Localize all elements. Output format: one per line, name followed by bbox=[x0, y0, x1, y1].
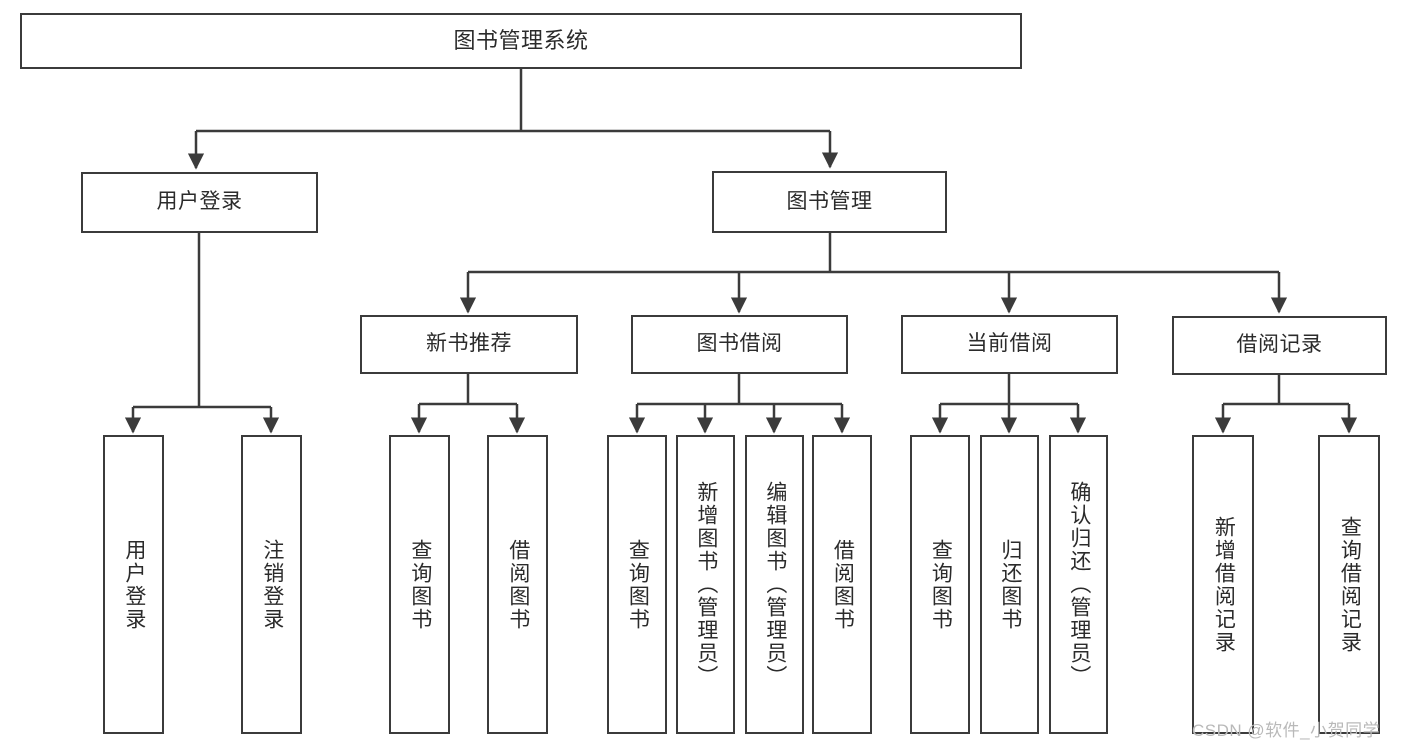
leaf-new-book-query[interactable]: 查询图书 bbox=[389, 435, 450, 734]
node-label: 图书借阅 bbox=[696, 332, 783, 356]
leaf-borrow-borrow-book[interactable]: 借阅图书 bbox=[812, 435, 872, 734]
node-label: 新书推荐 bbox=[426, 332, 512, 356]
node-label: 借阅图书 bbox=[831, 538, 855, 631]
leaf-current-query-book[interactable]: 查询图书 bbox=[910, 435, 970, 734]
node-label: 查询借阅记录 bbox=[1338, 515, 1362, 654]
node-label: 用户登录 bbox=[122, 538, 146, 631]
node-root-system[interactable]: 图书管理系统 bbox=[20, 13, 1022, 69]
leaf-current-confirm-return[interactable]: 确认归还（管理员） bbox=[1049, 435, 1108, 734]
node-label: 图书管理 bbox=[786, 189, 873, 213]
node-label: 借阅图书 bbox=[506, 538, 530, 631]
leaf-user-login-signout[interactable]: 注销登录 bbox=[241, 435, 302, 734]
leaf-borrow-query-book[interactable]: 查询图书 bbox=[607, 435, 667, 734]
node-label: 用户登录 bbox=[156, 190, 243, 214]
leaf-borrow-add-book[interactable]: 新增图书（管理员） bbox=[676, 435, 735, 734]
leaf-records-add-record[interactable]: 新增借阅记录 bbox=[1192, 435, 1254, 734]
node-current-borrow[interactable]: 当前借阅 bbox=[901, 315, 1118, 374]
node-label: 查询图书 bbox=[626, 538, 650, 631]
node-label: 注销登录 bbox=[260, 538, 284, 631]
node-label: 编辑图书（管理员） bbox=[763, 481, 787, 688]
node-label: 新增图书（管理员） bbox=[694, 481, 718, 688]
node-label: 当前借阅 bbox=[966, 332, 1053, 356]
node-label: 确认归还（管理员） bbox=[1067, 481, 1091, 688]
node-new-book-recommend[interactable]: 新书推荐 bbox=[360, 315, 578, 374]
node-label: 借阅记录 bbox=[1236, 333, 1323, 357]
node-label: 查询图书 bbox=[408, 538, 432, 631]
node-label: 查询图书 bbox=[929, 538, 953, 631]
leaf-user-login-signin[interactable]: 用户登录 bbox=[103, 435, 164, 734]
leaf-current-return-book[interactable]: 归还图书 bbox=[980, 435, 1039, 734]
leaf-borrow-edit-book[interactable]: 编辑图书（管理员） bbox=[745, 435, 804, 734]
leaf-new-book-borrow[interactable]: 借阅图书 bbox=[487, 435, 548, 734]
node-label: 图书管理系统 bbox=[453, 28, 589, 54]
node-book-management[interactable]: 图书管理 bbox=[712, 171, 947, 233]
node-borrow-records[interactable]: 借阅记录 bbox=[1172, 316, 1387, 375]
node-book-borrow[interactable]: 图书借阅 bbox=[631, 315, 848, 374]
node-label: 归还图书 bbox=[998, 538, 1022, 631]
node-user-login[interactable]: 用户登录 bbox=[81, 172, 318, 233]
node-label: 新增借阅记录 bbox=[1212, 515, 1236, 654]
leaf-records-query-record[interactable]: 查询借阅记录 bbox=[1318, 435, 1380, 734]
